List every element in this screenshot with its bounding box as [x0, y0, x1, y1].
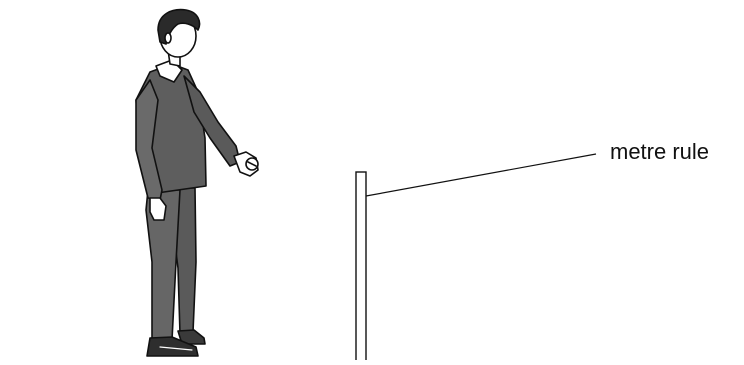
- metre-rule-label: metre rule: [610, 139, 709, 165]
- metre-rule: [356, 172, 366, 360]
- student-figure: [136, 10, 258, 356]
- label-leader-line: [366, 154, 596, 196]
